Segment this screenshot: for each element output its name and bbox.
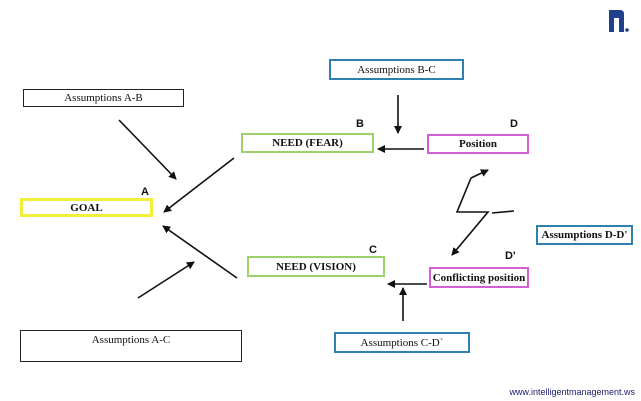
assumptions-dd-label: Assumptions D-D' [541,229,628,241]
need-fear-box: NEED (FEAR) [241,133,374,153]
assumptions-bc-label: Assumptions B-C [357,63,436,76]
assumptions-ab-label: Assumptions A-B [64,92,143,104]
assumptions-ab-box: Assumptions A-B [23,89,184,107]
conflict-lightning-top-arrow [470,169,489,179]
assumptions-cd-label: Assumptions C-D` [360,336,444,349]
need-vision-label: NEED (VISION) [276,260,356,273]
goal-box: GOAL [20,198,153,217]
arrow-need-vision-to-goal [162,225,238,279]
label-c: C [369,244,377,256]
assumptions-ac-label: Assumptions A-C [91,334,171,346]
need-fear-label: NEED (FEAR) [272,137,343,149]
label-d-prime: D' [505,250,516,262]
arrow-assumptions-ab [118,119,177,180]
label-a: A [141,186,149,198]
label-d: D [510,118,518,130]
arrow-assumptions-ac [137,261,195,299]
intelligent-management-logo [609,10,629,32]
conflicting-position-box: Conflicting position [429,267,529,288]
assumptions-cd-box: Assumptions C-D` [334,332,470,353]
conflict-lightning-arrow [451,177,490,256]
footer-url: www.intelligentmanagement.ws [509,387,635,397]
position-label: Position [459,138,497,150]
need-vision-box: NEED (VISION) [247,256,385,277]
assumptions-bc-box: Assumptions B-C [329,59,464,80]
assumptions-ac-box: Assumptions A-C [20,330,242,362]
goal-label: GOAL [70,201,103,214]
arrow-need-fear-to-goal [163,157,235,213]
position-box: Position [427,134,529,154]
label-b: B [356,118,364,130]
conflicting-position-label: Conflicting position [432,271,526,284]
assumptions-dd-box: Assumptions D-D' [536,225,633,245]
arrow-assumptions-dd [491,210,515,214]
